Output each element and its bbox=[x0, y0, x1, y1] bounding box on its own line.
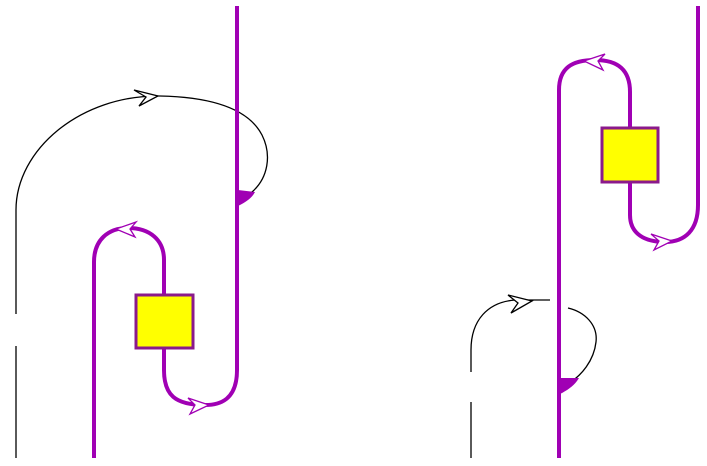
right-main-strand bbox=[557, 57, 632, 458]
right-wedge bbox=[560, 378, 579, 394]
left-panel bbox=[15, 6, 269, 458]
left-black-arc bbox=[15, 95, 269, 314]
left-wedge bbox=[238, 190, 255, 206]
right-black-arc-tail bbox=[565, 307, 597, 386]
left-arrow-loop-bottom bbox=[187, 397, 211, 416]
right-arrow-black bbox=[507, 294, 534, 314]
right-arrow-loop-bottom bbox=[650, 233, 674, 252]
right-arrow-top bbox=[582, 53, 606, 72]
left-yellow-box bbox=[134, 293, 195, 350]
left-arrow-top-black bbox=[133, 89, 160, 107]
left-arrow-loop-top bbox=[114, 220, 139, 239]
right-black-arc bbox=[470, 299, 550, 372]
right-panel bbox=[470, 6, 700, 458]
right-yellow-box bbox=[600, 126, 660, 184]
right-loop-strand bbox=[628, 6, 700, 245]
